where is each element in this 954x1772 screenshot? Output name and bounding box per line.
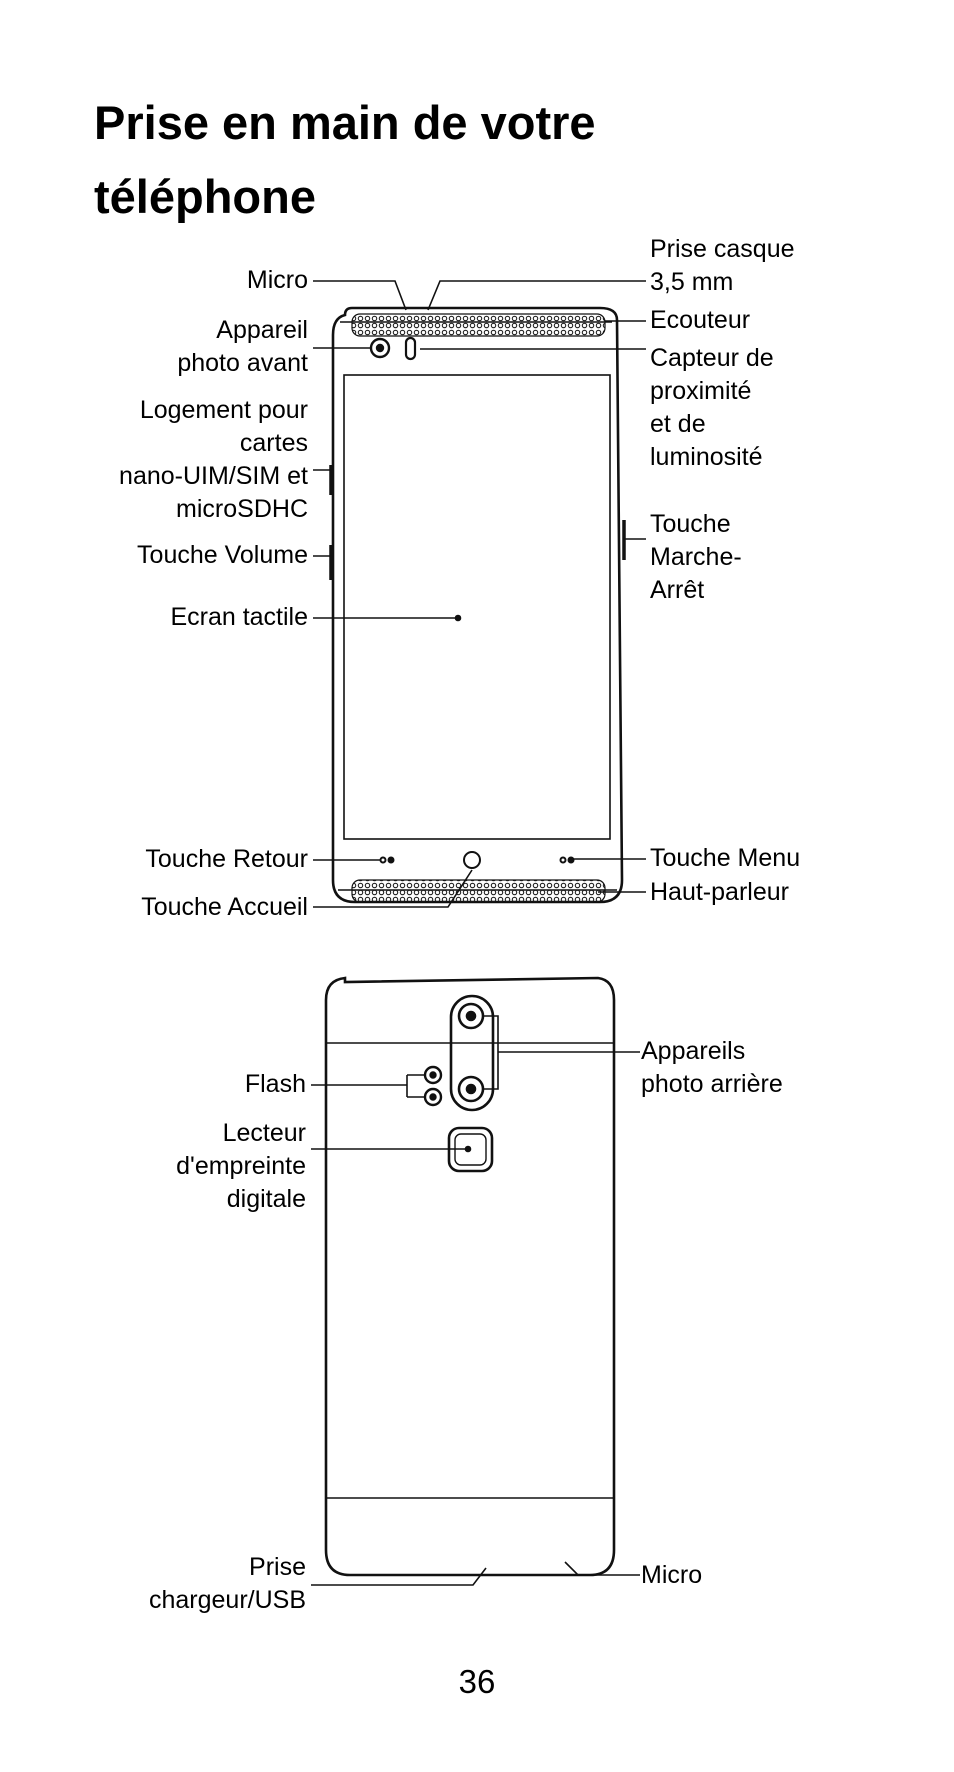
label-menu-key: Touche Menu bbox=[650, 844, 801, 872]
label-micro-back: Micro bbox=[641, 1561, 703, 1589]
label-card-slot: Logement pour cartes nano-UIM/SIM et mic… bbox=[119, 396, 308, 523]
label-micro-front: Micro bbox=[246, 266, 308, 294]
speaker-grille bbox=[351, 879, 606, 903]
proximity-sensor-icon bbox=[404, 336, 417, 361]
front-camera-icon bbox=[369, 337, 391, 359]
label-earpiece: Ecouteur bbox=[650, 306, 751, 334]
label-volume-key: Touche Volume bbox=[137, 541, 308, 569]
label-charger-usb: Prise chargeur/USB bbox=[148, 1553, 306, 1614]
front-leader-lines bbox=[313, 280, 646, 908]
label-speaker: Haut-parleur bbox=[650, 878, 789, 906]
rear-camera-module bbox=[449, 994, 495, 1112]
label-front-camera: Appareil photo avant bbox=[177, 316, 308, 377]
title-line-1: Prise en main de votre bbox=[94, 96, 596, 149]
page-title: Prise en main de votre téléphone bbox=[94, 86, 794, 234]
title-line-2: téléphone bbox=[94, 170, 316, 223]
label-back-key: Touche Retour bbox=[145, 845, 308, 873]
label-proximity-sensor: Capteur de proximité et de luminosité bbox=[650, 344, 774, 471]
touchscreen-area bbox=[343, 374, 611, 840]
flash-icon bbox=[423, 1065, 443, 1107]
page-number: 36 bbox=[458, 1663, 496, 1700]
earpiece-grille bbox=[351, 313, 606, 337]
label-rear-cameras: Appareils photo arrière bbox=[641, 1037, 783, 1098]
nav-keys bbox=[379, 851, 575, 869]
label-headset-jack: Prise casque 3,5 mm bbox=[650, 235, 795, 296]
phone-front bbox=[329, 306, 626, 904]
label-flash: Flash bbox=[244, 1070, 306, 1098]
label-home-key: Touche Accueil bbox=[141, 893, 308, 921]
label-fingerprint-reader: Lecteur d'empreinte digitale bbox=[176, 1119, 306, 1213]
phone-back bbox=[324, 976, 616, 1577]
back-leader-lines bbox=[311, 1015, 640, 1586]
label-touchscreen: Ecran tactile bbox=[170, 603, 308, 631]
label-power-key: Touche Marche- Arrêt bbox=[650, 510, 742, 604]
